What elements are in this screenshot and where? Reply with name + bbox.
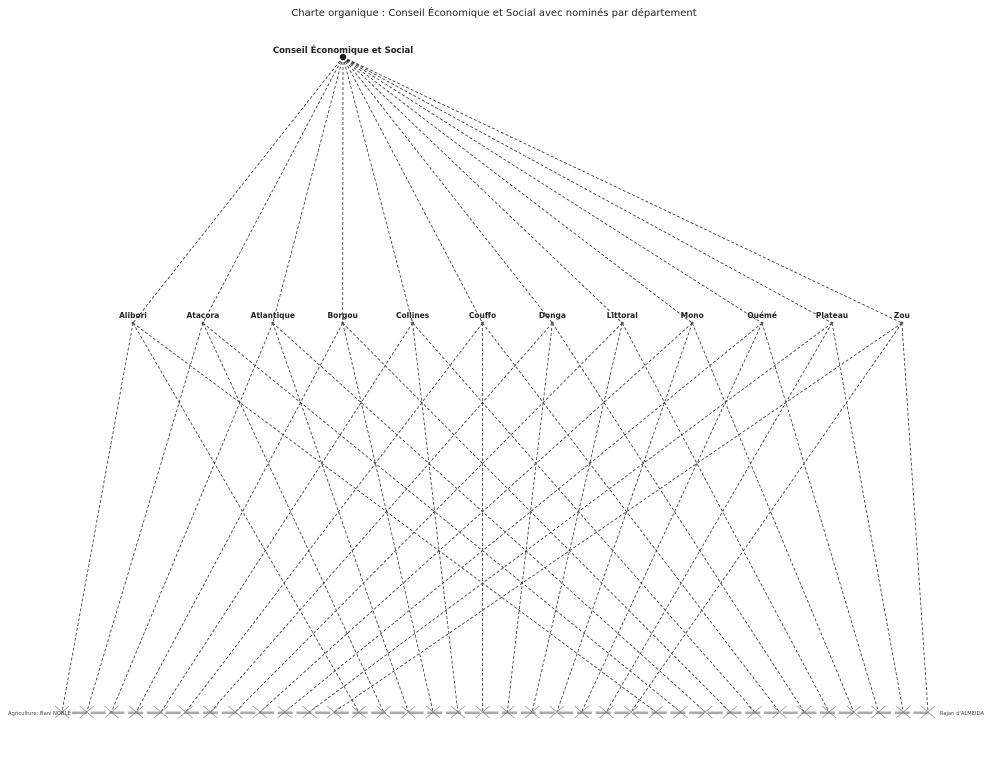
leaf-marker: [401, 705, 416, 719]
dept-node: [341, 321, 345, 325]
edge-dept-leaf: [202, 322, 681, 713]
edge-dept-leaf: [185, 322, 483, 713]
leaf-marker: [623, 705, 639, 719]
edge-dept-leaf: [111, 322, 274, 713]
dept-node: [411, 321, 414, 325]
edge-root-alibori: [132, 56, 344, 324]
root-label: Conseil Économique et Social: [273, 44, 413, 56]
dept-label-plateau: Plateau: [816, 311, 848, 320]
edge-dept-leaf: [333, 322, 903, 713]
dept-node: [201, 321, 205, 325]
edge-dept-leaf: [761, 322, 879, 713]
edge-dept-leaf: [272, 322, 409, 713]
leaf-label-last: Rajan d'ALMEIDA: [940, 711, 985, 717]
dept-node: [900, 321, 904, 325]
edge-dept-leaf: [482, 322, 780, 713]
edge-dept-leaf: [284, 322, 763, 713]
dept-label-mono: Mono: [681, 311, 704, 320]
edge-root-atacora: [202, 56, 344, 324]
dept-label-atlantique: Atlantique: [251, 311, 295, 320]
edge-dept-leaf: [234, 322, 623, 713]
edge-root-ouémé: [342, 56, 763, 324]
edge-dept-leaf: [605, 322, 833, 713]
dept-label-littoral: Littoral: [607, 311, 638, 320]
edge-dept-leaf: [61, 322, 134, 713]
edge-dept-leaf: [86, 322, 204, 713]
edge-root-littoral: [342, 56, 623, 324]
leaf-marker: [698, 705, 713, 719]
edge-dept-leaf: [901, 322, 929, 713]
root-node: [339, 53, 347, 61]
dept-label-collines: Collines: [396, 311, 430, 320]
edge-layer: [61, 56, 929, 713]
dept-node: [551, 321, 554, 325]
leaf-marker: [772, 705, 787, 719]
edge-dept-leaf: [259, 322, 693, 713]
edge-dept-leaf: [272, 322, 706, 713]
dept-node: [481, 321, 484, 325]
edge-dept-leaf: [412, 322, 459, 713]
dept-node: [760, 321, 764, 325]
dept-node: [830, 321, 834, 325]
edge-dept-leaf: [621, 322, 830, 713]
edge-root-collines: [342, 56, 413, 324]
leaf-marker: [846, 705, 861, 719]
chart-title: Charte organique : Conseil Économique et…: [291, 6, 696, 19]
dept-label-zou: Zou: [894, 311, 910, 320]
edge-root-donga: [342, 56, 553, 324]
edge-dept-leaf: [581, 322, 763, 713]
edge-dept-leaf: [691, 322, 855, 713]
edge-dept-leaf: [202, 322, 385, 713]
edge-dept-leaf: [630, 322, 903, 713]
edge-dept-leaf: [135, 322, 344, 713]
dept-label-atacora: Atacora: [186, 311, 219, 320]
leaf-marker: [475, 705, 490, 719]
edge-root-couffo: [342, 56, 483, 324]
edge-root-zou: [342, 56, 903, 324]
dept-label-couffo: Couffo: [469, 311, 496, 320]
edge-dept-leaf: [160, 322, 413, 713]
dept-node: [690, 321, 694, 325]
edge-root-atlantique: [272, 56, 344, 324]
edge-dept-leaf: [342, 322, 434, 713]
dept-label-alibori: Alibori: [119, 311, 147, 320]
edge-dept-leaf: [210, 322, 553, 713]
edge-dept-leaf: [412, 322, 756, 713]
edge-dept-leaf: [506, 322, 553, 713]
edge-dept-leaf: [132, 322, 360, 713]
leaf-label-band: [72, 711, 929, 715]
dept-label-ouémé: Ouémé: [747, 311, 777, 320]
edge-root-mono: [342, 56, 693, 324]
edge-dept-leaf: [552, 322, 805, 713]
leaf-marker: [549, 705, 565, 719]
dept-node: [271, 321, 275, 325]
dept-label-borgou: Borgou: [327, 311, 357, 320]
edge-dept-leaf: [831, 322, 904, 713]
dept-node: [131, 321, 135, 325]
edge-dept-leaf: [342, 322, 731, 713]
edge-dept-leaf: [531, 322, 623, 713]
leaf-label-first: Agriculture: Bani NOBLE: [8, 711, 71, 717]
leaf-marker: [54, 705, 70, 719]
dept-label-donga: Donga: [539, 311, 566, 320]
edge-dept-leaf: [556, 322, 693, 713]
dept-node: [620, 321, 624, 325]
edge-root-plateau: [342, 56, 833, 324]
edge-dept-leaf: [132, 322, 657, 713]
edge-dept-leaf: [309, 322, 833, 713]
